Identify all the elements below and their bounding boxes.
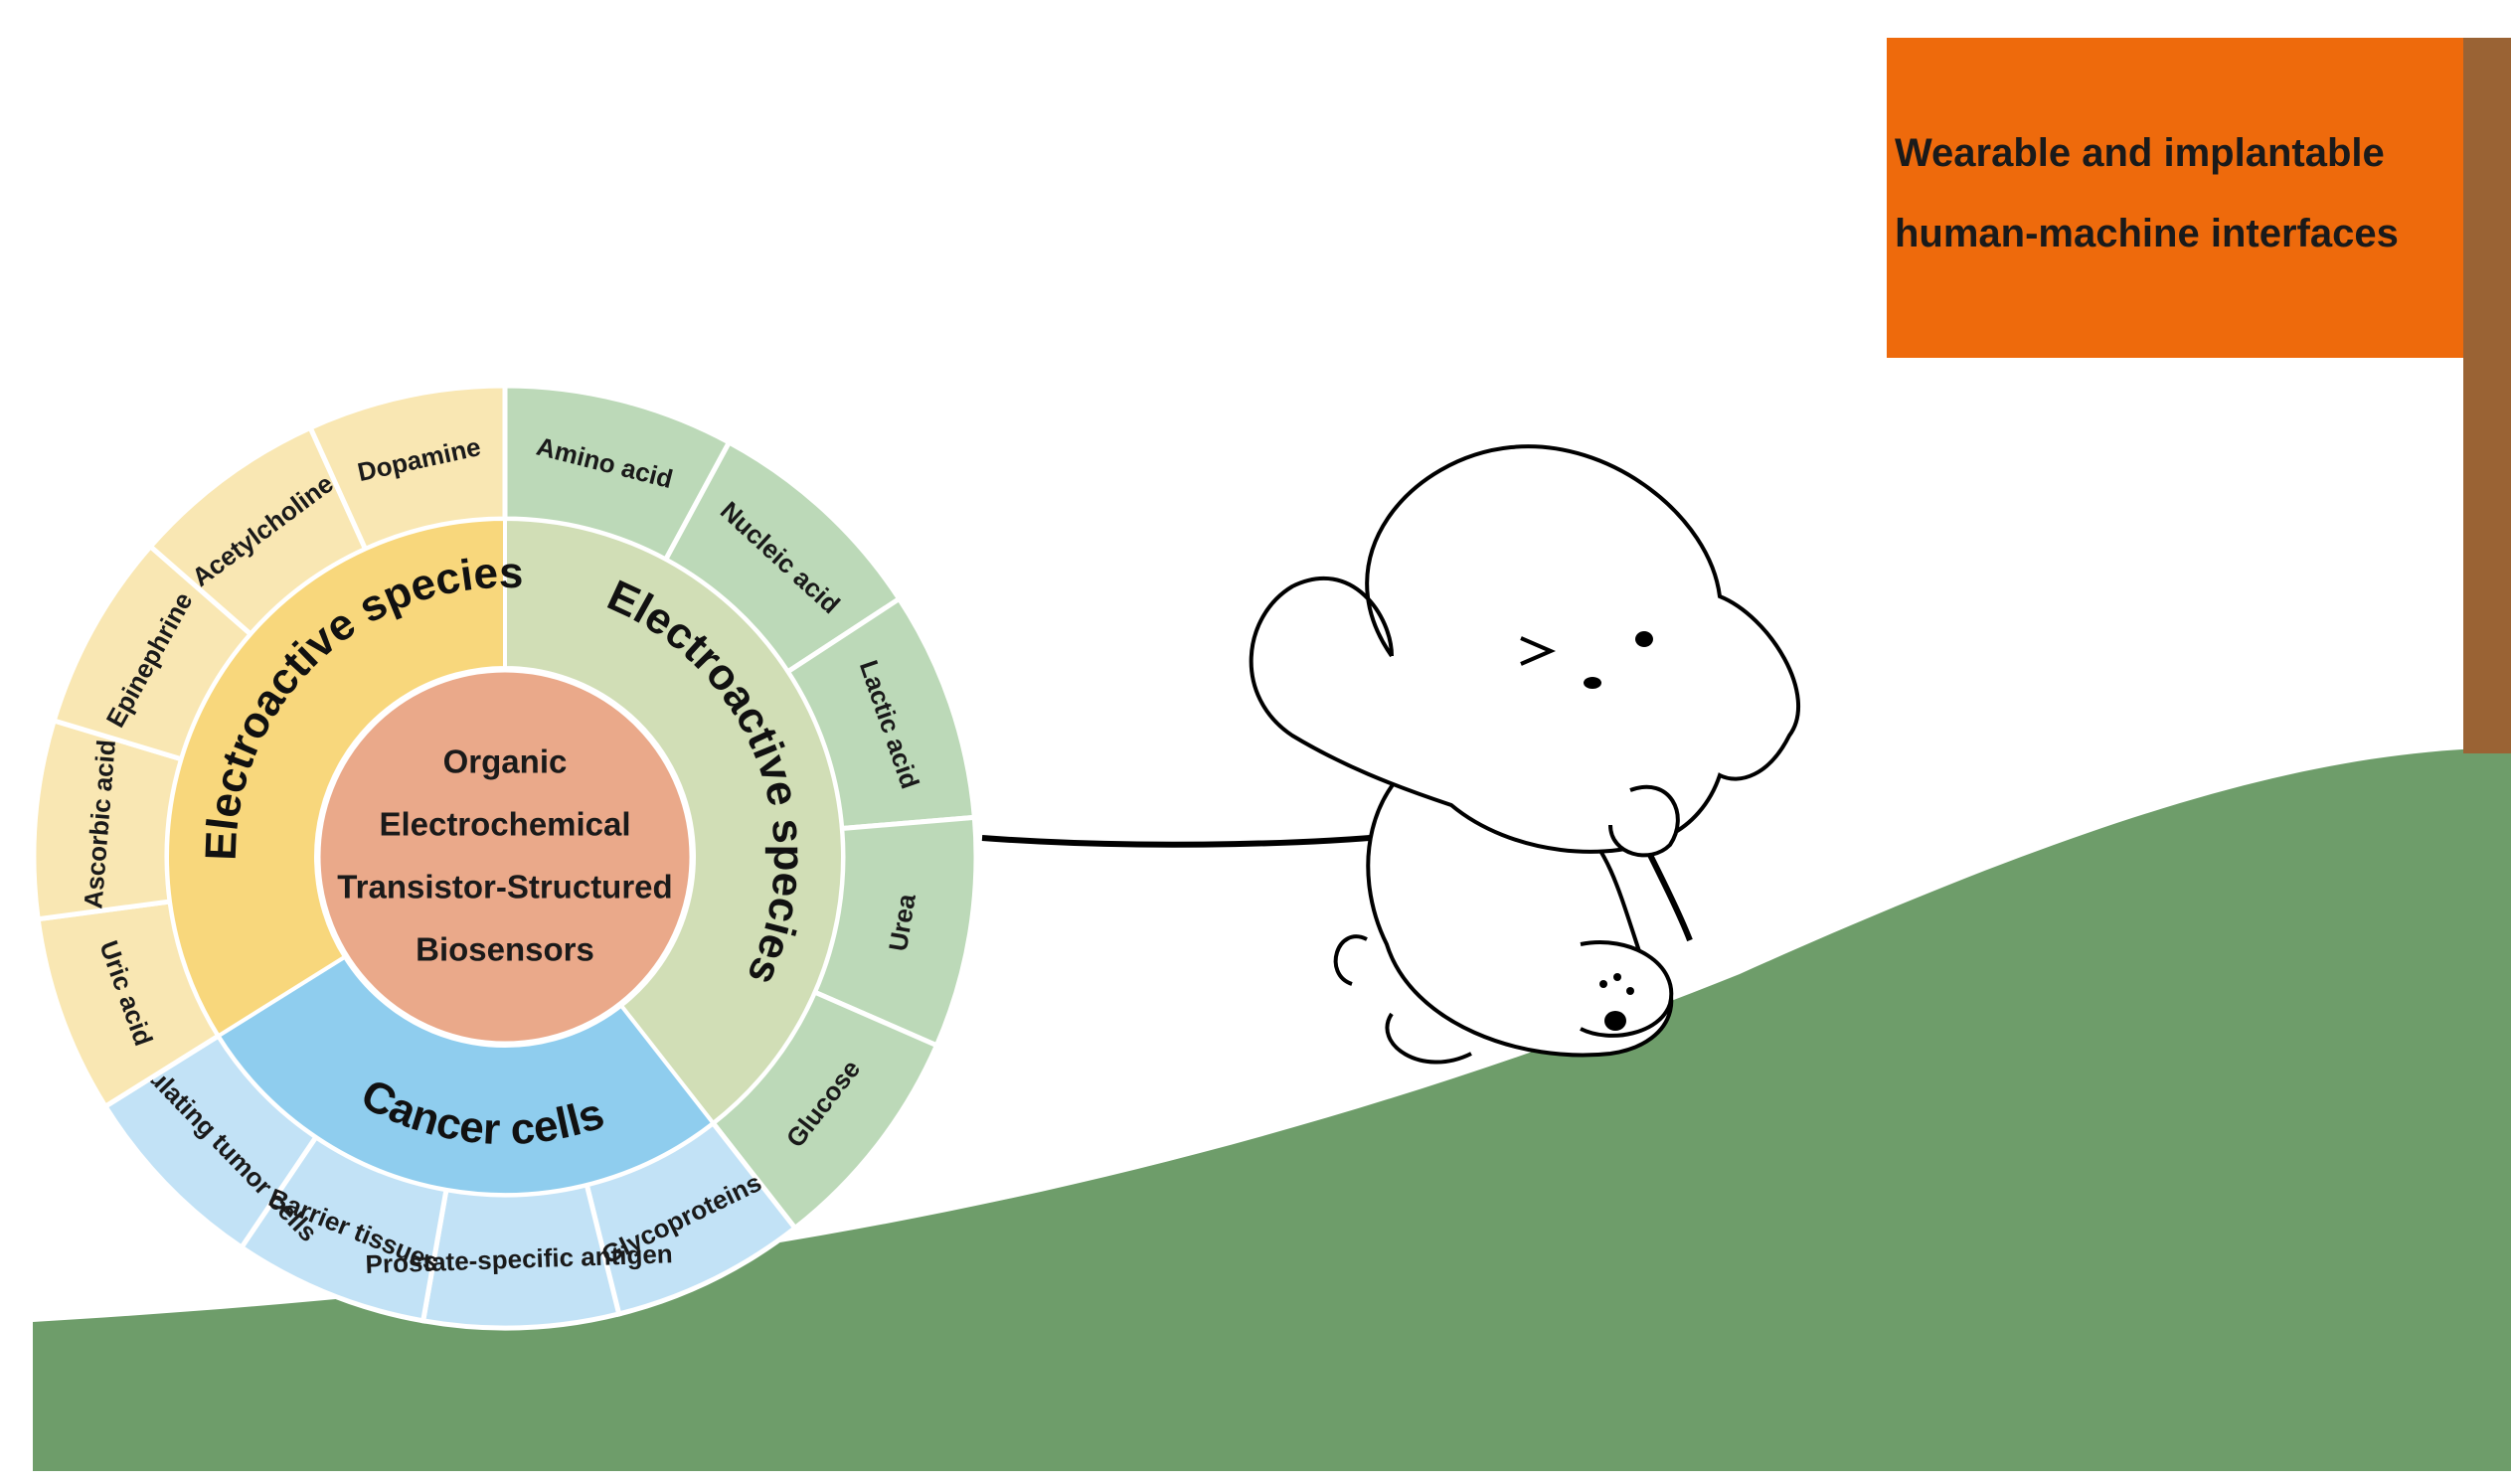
flag-pole xyxy=(2463,38,2511,753)
flag-title-line-1: Wearable and implantable xyxy=(1895,131,2385,175)
center-title-line: Biosensors xyxy=(416,931,594,968)
puppy-face xyxy=(1520,631,1653,1031)
flag-title-line-2: human-machine interfaces xyxy=(1895,212,2399,255)
center-title-line: Electrochemical xyxy=(379,806,630,843)
center-circle xyxy=(315,667,695,1047)
center-title-line: Transistor-Structured xyxy=(337,869,672,906)
center-title-line: Organic xyxy=(443,743,568,780)
puppy-figure xyxy=(1249,444,1801,1065)
flag-banner xyxy=(1887,38,2463,358)
